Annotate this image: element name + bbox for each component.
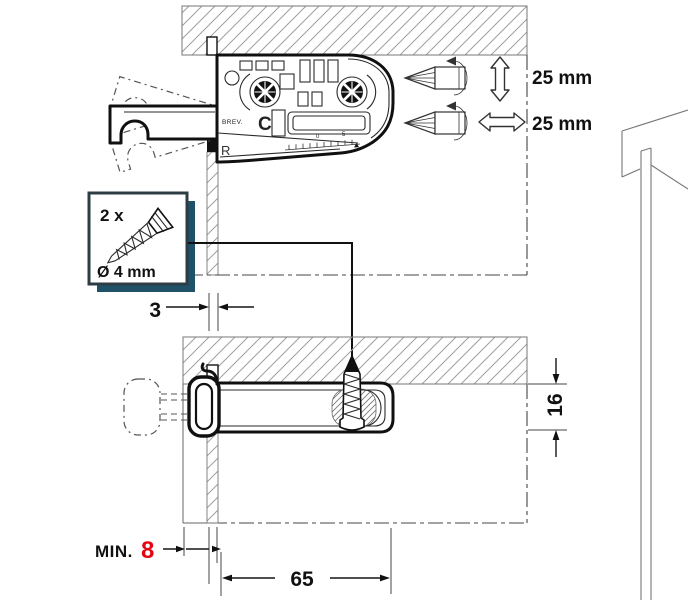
screwdriver-icon-horizontal-adjust [404,100,468,141]
screw-quantity-label: 2 x [100,206,124,225]
scale-label-five: 5 [342,132,346,138]
adjustment-screw-head-left [249,76,281,108]
screw-diameter-label: Ø 4 mm [97,264,156,281]
adjustment-slot [287,111,371,135]
wall-panel-section-top [181,5,528,56]
min-value: 8 [141,537,154,564]
phantom-hook-top-view [123,378,189,436]
hook-arm [108,104,219,145]
bracket-top-view [187,354,395,438]
brand-logo-letter: C [258,114,272,135]
dimension-reveal-gap: 3 [149,293,254,331]
bracket-ribs [239,59,339,107]
section-boundary-bottom [212,384,528,524]
rail-clip [200,362,219,386]
screwdriver-icon-vertical-adjust [404,55,468,96]
scale-label-zero: 0 [316,134,320,140]
min-label: MIN. [95,542,133,561]
dimension-value-gap: 3 [149,299,161,322]
hanger-bracket: BREV. C R 0 5 [215,53,395,164]
dimension-value-height: 16 [544,393,567,416]
vertical-adjustment-label: 25 mm [532,68,592,89]
vertical-double-arrow-icon [490,56,510,102]
patent-marking: BREV. [222,119,243,126]
pivot-boss [363,389,382,427]
bracket-hole [224,70,240,86]
rail-tab-top [206,36,218,56]
callout-line [188,242,353,357]
section-boundary-top [190,55,528,276]
wall-rail-strip [206,139,219,276]
rail-strip-bottom [206,431,219,524]
hook-capsule [187,375,221,438]
adjustment-scale [284,139,361,151]
cabinet-corner-sketch [621,109,688,600]
slot-end-block [271,109,286,137]
dimension-screw-distance: 65 [220,528,392,596]
adjustment-screw-head-right [336,76,368,108]
side-marking: R [221,143,230,158]
dimension-value-distance: 65 [290,568,314,591]
horizontal-adjustment-label: 25 mm [532,114,592,135]
screw-spec-box: 2 x Ø 4 mm [87,191,195,292]
dimension-bracket-height: 16 [528,358,567,457]
screw-icon [106,207,175,264]
mounting-screw [339,354,365,431]
horizontal-double-arrow-icon [478,112,526,132]
dimension-min-edge-distance: MIN. 8 [95,527,221,584]
